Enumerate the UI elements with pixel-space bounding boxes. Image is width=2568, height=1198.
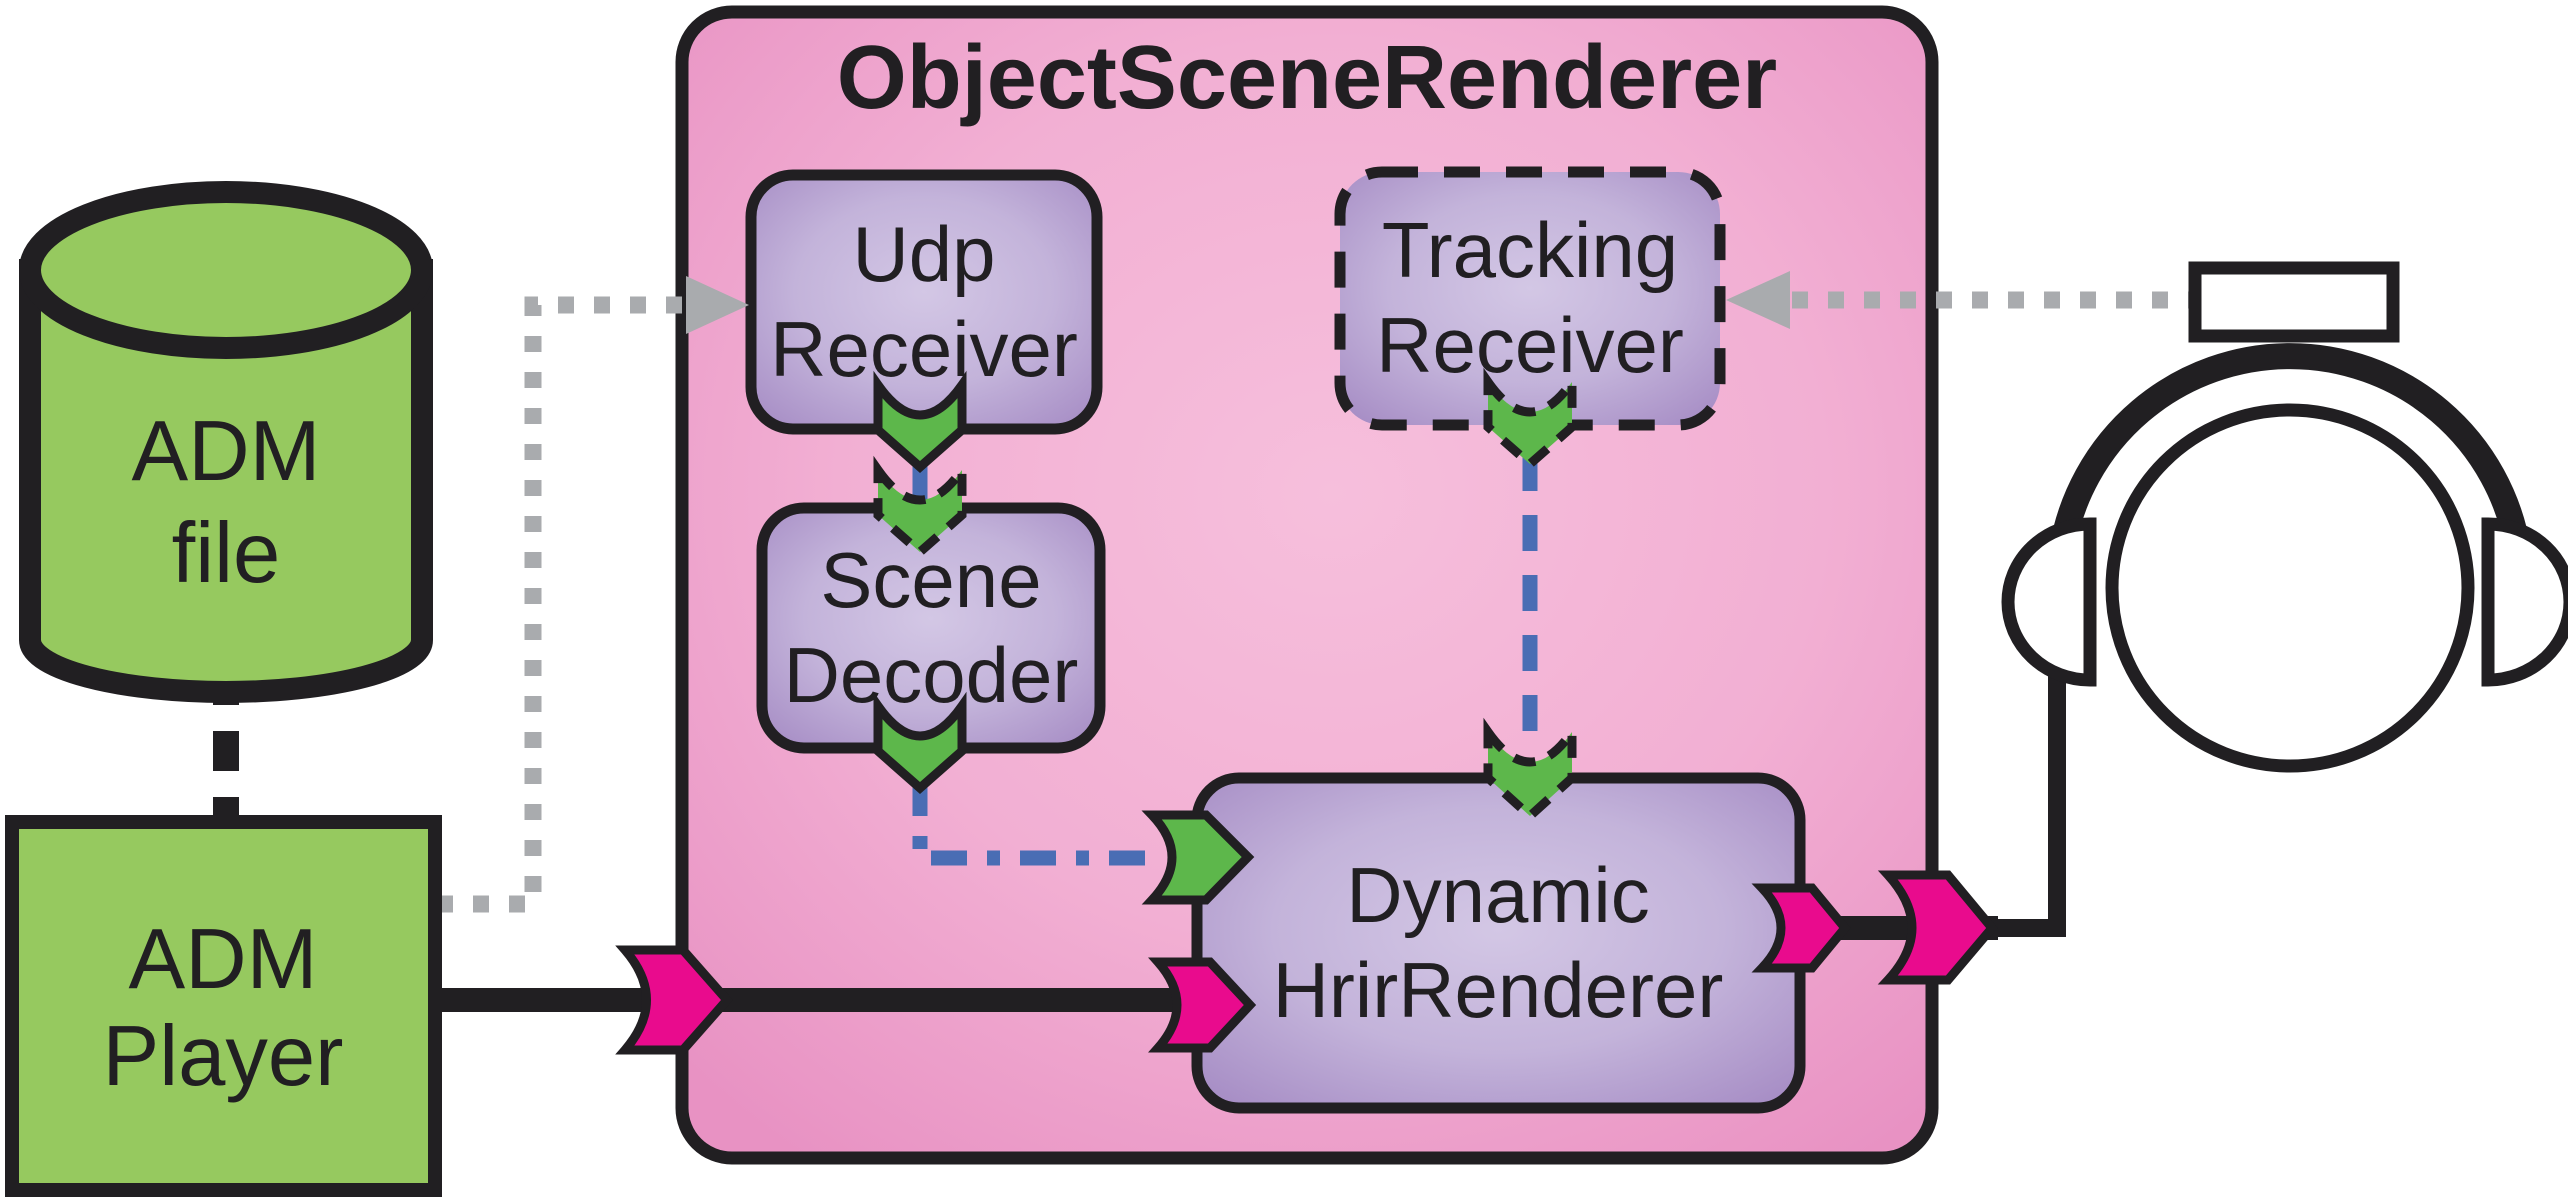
audio-out-container-chevron-icon bbox=[1877, 870, 1998, 985]
scene-decoder-label-line1: Scene bbox=[820, 536, 1041, 624]
scene-decoder-label-line2: Decoder bbox=[784, 631, 1079, 719]
audio-in-container-chevron-icon bbox=[615, 945, 733, 1055]
dynamic-hrir-renderer-label-line1: Dynamic bbox=[1346, 851, 1649, 939]
left-earcup-icon bbox=[2001, 517, 2097, 687]
tracker-to-tracking-arrowhead-icon bbox=[1726, 271, 1790, 329]
udp-receiver-label-line2: Receiver bbox=[770, 305, 1078, 393]
scene-to-renderer-blue-dashdot-link bbox=[912, 780, 1165, 866]
container-title: ObjectSceneRenderer bbox=[837, 28, 1777, 128]
dynamic-hrir-renderer-box bbox=[1191, 772, 1806, 1114]
audio-in-renderer-chevron-icon bbox=[1148, 957, 1257, 1053]
tracking-out-chevron-dashed-icon bbox=[1483, 367, 1577, 470]
player-to-udp-dotted-line bbox=[437, 296, 682, 913]
audio-out-renderer-chevron-icon bbox=[1751, 883, 1851, 973]
renderer-metadata-in-chevron-icon bbox=[1141, 810, 1255, 905]
adm-player-node: ADM Player bbox=[5, 815, 442, 1197]
adm-file-node: ADM file bbox=[19, 181, 433, 703]
dynamic-hrir-renderer-node: Dynamic HrirRenderer bbox=[1191, 772, 1806, 1114]
renderer-tracking-in-chevron-dashed-icon bbox=[1483, 717, 1577, 823]
headphone-cable-line bbox=[1992, 668, 2066, 937]
scene-out-chevron-icon bbox=[873, 691, 967, 794]
player-to-udp-arrowhead-icon bbox=[686, 276, 749, 334]
head-tracker-icon bbox=[2188, 261, 2400, 343]
tracking-receiver-label-line2: Receiver bbox=[1376, 301, 1684, 389]
adm-file-label-line1: ADM bbox=[132, 404, 321, 499]
udp-receiver-label-line1: Udp bbox=[852, 210, 995, 298]
headband-arc-icon bbox=[2049, 343, 2531, 553]
adm-file-cylinder-body bbox=[19, 259, 433, 703]
right-earcup-icon bbox=[2481, 517, 2568, 687]
tracking-receiver-label-line1: Tracking bbox=[1382, 206, 1678, 294]
tracking-receiver-node: Tracking Receiver bbox=[1334, 166, 1726, 431]
adm-player-box bbox=[5, 815, 442, 1197]
scene-in-chevron-dashed-icon bbox=[873, 455, 967, 558]
adm-file-cylinder-top bbox=[19, 181, 433, 359]
udp-out-chevron-icon bbox=[873, 370, 967, 473]
dynamic-hrir-renderer-label-line2: HrirRenderer bbox=[1273, 946, 1724, 1034]
udp-receiver-node: Udp Receiver bbox=[745, 169, 1103, 435]
listener-head-icon bbox=[2105, 403, 2475, 773]
adm-player-label-line2: Player bbox=[103, 1009, 344, 1104]
headphones-with-head-tracker-icon bbox=[2001, 261, 2568, 773]
adm-player-label-line1: ADM bbox=[129, 912, 318, 1007]
adm-file-label-line2: file bbox=[172, 506, 281, 601]
